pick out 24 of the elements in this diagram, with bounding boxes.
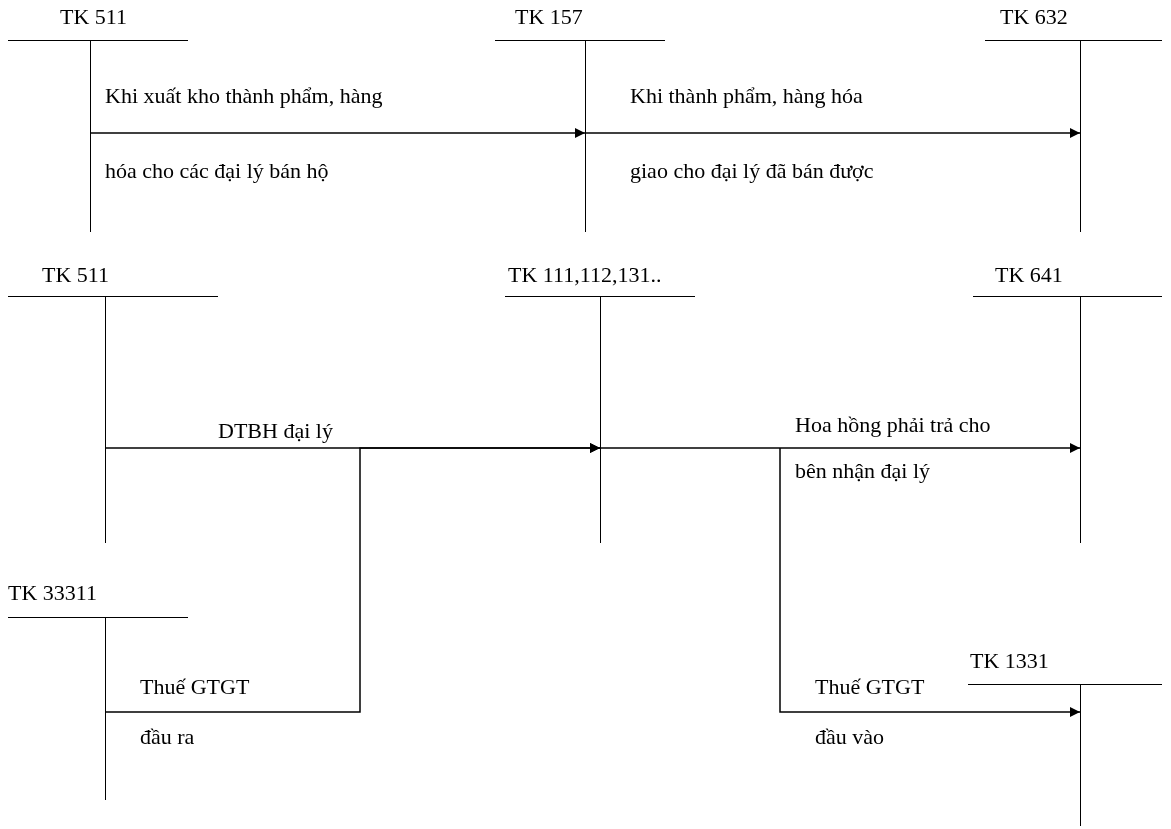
t-account	[495, 8, 665, 232]
account-label: TK 511	[60, 4, 127, 30]
arrow	[584, 128, 1081, 138]
account-label: TK 1331	[970, 648, 1049, 674]
arrow	[599, 443, 1081, 453]
t-account	[985, 8, 1162, 232]
edge-label: Khi xuất kho thành phẩm, hàng hóa cho các đại lý bán hộ	[105, 82, 383, 185]
account-label: TK 157	[515, 4, 583, 30]
account-label: TK 511	[42, 262, 109, 288]
arrow	[104, 443, 601, 713]
account-label: TK 632	[1000, 4, 1068, 30]
account-label: TK 641	[995, 262, 1063, 288]
t-account	[8, 266, 218, 543]
arrow	[779, 447, 1081, 717]
account-label: TK 111,112,131..	[508, 262, 662, 288]
edge-label: Thuế GTGT đầu ra	[140, 673, 250, 751]
edge-label: DTBH đại lý	[218, 417, 333, 445]
edge-label: Hoa hồng phải trả cho bên nhận đại lý	[795, 411, 991, 485]
account-label: TK 33311	[8, 580, 97, 606]
edge-label: Khi thành phẩm, hàng hóa giao cho đại lý đã bán được	[630, 82, 874, 185]
arrow	[89, 128, 586, 138]
t-account	[968, 652, 1162, 826]
edge-label: Thuế GTGT đầu vào	[815, 673, 925, 751]
t-account	[505, 266, 695, 543]
